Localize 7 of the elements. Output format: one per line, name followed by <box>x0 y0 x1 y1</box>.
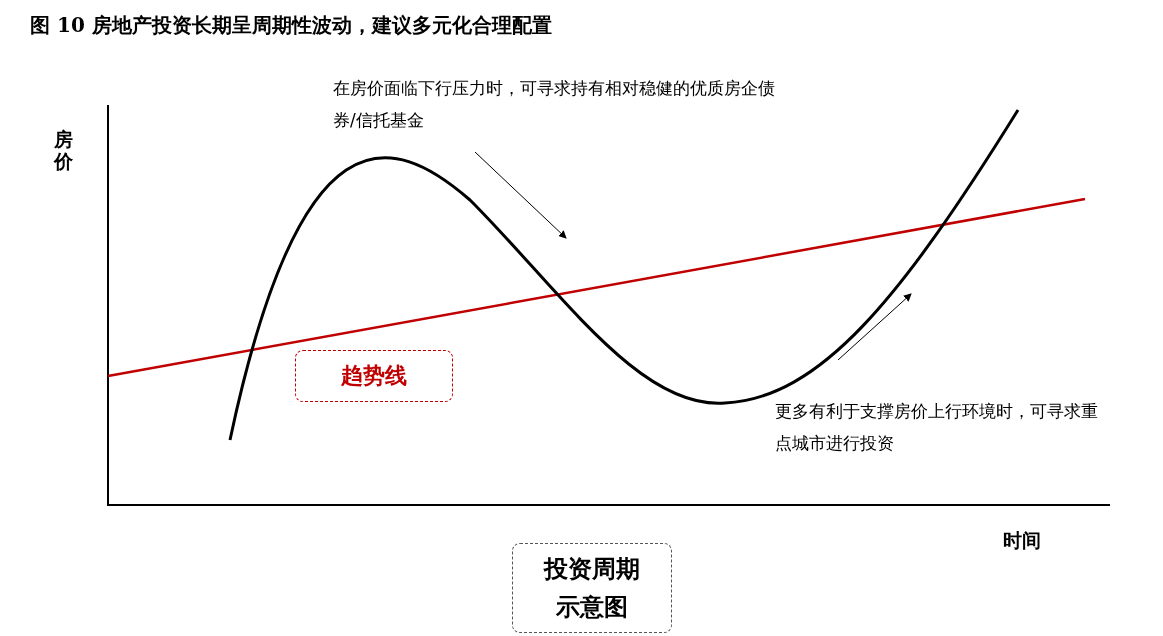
annotation-text: 在房价面临下行压力时，可寻求持有相对稳健的优质房企债券/信托基金 <box>333 77 776 132</box>
axis-label: 时间 <box>1003 528 1041 553</box>
trend-line-label: 趋势线 <box>295 350 453 402</box>
chart-caption: 投资周期示意图 <box>512 543 672 633</box>
axis-label: 房价 <box>54 128 74 172</box>
figure-title: 图 10 房地产投资长期呈周期性波动，建议多元化合理配置 <box>30 12 552 39</box>
annotation-text: 更多有利于支撑房价上行环境时，可寻求重点城市进行投资 <box>775 400 1099 455</box>
